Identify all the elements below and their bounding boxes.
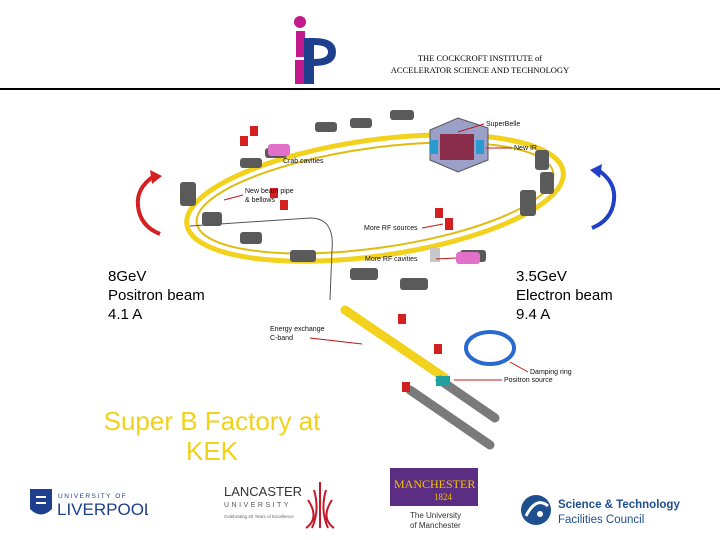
linac-lower-2 (435, 375, 500, 423)
callout-energy-exchange-1: Energy exchange (270, 326, 325, 333)
linac-rf-1 (398, 314, 406, 324)
lancaster-tag-text: Celebrating 40 Years of Excellence (224, 514, 294, 519)
energy-exchange-line (189, 217, 333, 301)
accelerator-diagram: SuperBelle New IR Crab cavities New beam… (180, 110, 572, 450)
positron-current: 4.1 A (108, 306, 143, 323)
liverpool-logo: UNIVERSITY OF LIVERPOOL (28, 487, 153, 521)
electron-current: 9.4 A (516, 306, 551, 323)
caption-line1: Super B Factory at (103, 406, 321, 436)
electron-name: Electron beam (516, 287, 613, 304)
callout-crab-cavities: Crab cavities (283, 158, 324, 165)
electron-energy: 3.5GeV (516, 268, 567, 285)
callout-positron-source: Positron source (504, 377, 553, 384)
liverpool-main-text: LIVERPOOL (57, 500, 148, 519)
linac (340, 305, 450, 383)
institute-title-line1: THE COCKCROFT INSTITUTE of (417, 53, 543, 63)
slide-caption: Super B Factory at KEK (72, 406, 352, 466)
damping-ring (464, 330, 516, 366)
callout-damping-ring: Damping ring (530, 369, 572, 376)
linac-rf-3 (402, 382, 410, 392)
linac-lower (405, 385, 495, 450)
crab-cavity-2 (456, 252, 480, 264)
main-ring-outer (184, 132, 566, 264)
positron-name: Positron beam (108, 287, 205, 304)
institute-title: THE COCKCROFT INSTITUTE of ACCELERATOR S… (340, 52, 620, 76)
manchester-year-text: 1824 (434, 492, 453, 502)
lancaster-logo: LANCASTER UNIVERSITY Celebrating 40 Year… (222, 480, 362, 532)
cockcroft-logo (284, 14, 338, 86)
manchester-sub2-text: of Manchester (410, 521, 461, 530)
liverpool-top-text: UNIVERSITY OF (58, 493, 127, 500)
callout-more-rf-sources: More RF sources (364, 225, 418, 232)
manchester-sub1-text: The University (410, 511, 461, 520)
superbelle-detector (429, 117, 489, 173)
electron-beam-label: 3.5GeV Electron beam 9.4 A (516, 267, 613, 324)
header-divider (0, 88, 720, 90)
rf-units (240, 126, 453, 262)
stfc-logo: Science & Technology Facilities Council (518, 492, 708, 532)
caption-line2: KEK (185, 436, 239, 466)
callout-beam-pipe-1: New beam pipe (245, 188, 294, 195)
callouts: SuperBelle New IR Crab cavities New beam… (223, 121, 572, 384)
positron-energy: 8GeV (108, 268, 147, 285)
institute-title-line2: ACCELERATOR SCIENCE AND TECHNOLOGY (390, 65, 570, 75)
linac-rf-2 (434, 344, 442, 354)
lancaster-sub-text: UNIVERSITY (224, 502, 291, 509)
callout-new-ir: New IR (514, 145, 537, 152)
callout-more-rf-cavities: More RF cavities (365, 256, 418, 263)
stfc-line2-text: Facilities Council (558, 514, 644, 526)
manchester-logo: MANCHESTER 1824 The University of Manche… (390, 468, 480, 532)
callout-beam-pipe-2: & bellows (245, 197, 275, 204)
stfc-line1-text: Science & Technology (558, 499, 680, 511)
electron-direction-arrow (590, 164, 617, 230)
callout-superbelle: SuperBelle (486, 121, 520, 128)
positron-beam-label: 8GeV Positron beam 4.1 A (108, 267, 205, 324)
positron-direction-arrow (135, 170, 162, 236)
positron-source-unit (436, 376, 450, 386)
callout-energy-exchange-2: C-band (270, 335, 293, 342)
manchester-main-text: MANCHESTER (394, 477, 475, 491)
main-ring-inner (195, 141, 555, 255)
lancaster-main-text: LANCASTER (224, 484, 302, 499)
crab-cavity (268, 144, 290, 156)
